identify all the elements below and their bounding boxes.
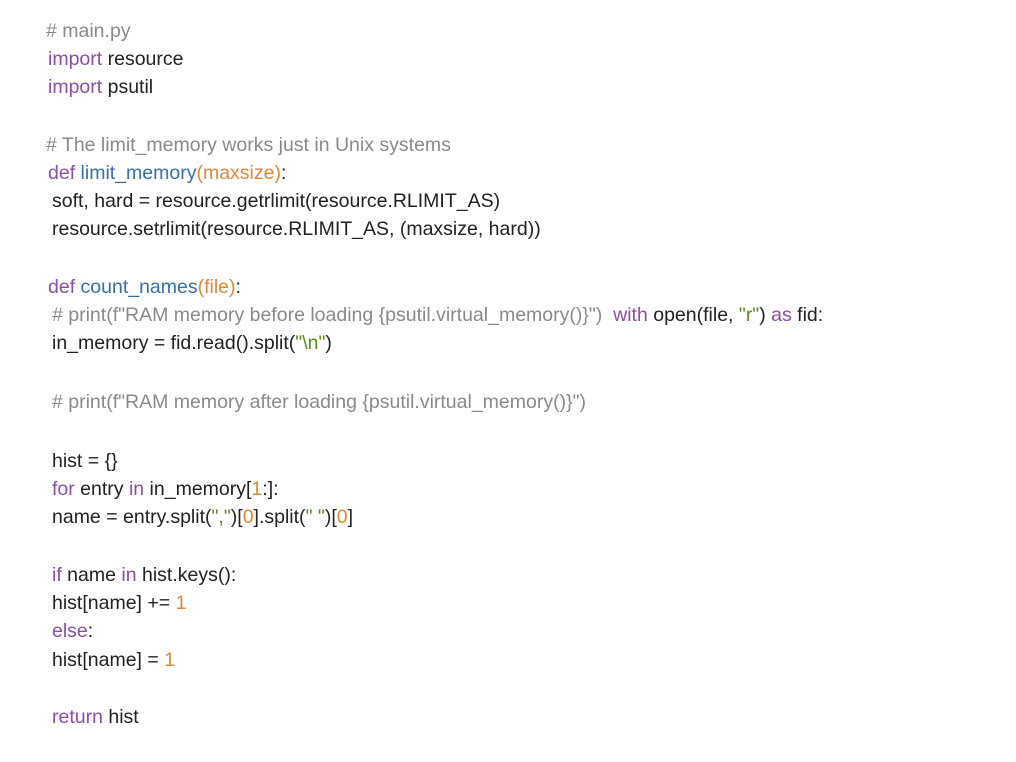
code-token-keyword: def [48, 276, 76, 298]
code-line: import resource [48, 46, 183, 72]
code-token-text: name = entry.split( [52, 506, 212, 528]
code-token-string: "\n" [295, 332, 326, 354]
code-token-param: (maxsize) [196, 162, 281, 184]
code-token-number: 1 [251, 478, 263, 500]
code-token-text: soft, hard = resource.getrlimit(resource… [52, 190, 501, 212]
code-token-text [602, 304, 613, 326]
code-line: in_memory = fid.read().split("\n") [52, 330, 332, 356]
code-token-text: ) [759, 304, 772, 326]
code-token-func: limit_memory [80, 162, 197, 184]
code-line: import psutil [48, 74, 153, 100]
code-token-keyword: def [48, 162, 76, 184]
code-token-number: 1 [164, 649, 176, 671]
code-line: def count_names(file): [48, 274, 241, 300]
code-token-text: :]: [262, 478, 279, 500]
code-line: # The limit_memory works just in Unix sy… [46, 132, 451, 158]
code-token-punct: : [235, 276, 241, 298]
code-token-keyword: return [52, 706, 103, 728]
code-line: soft, hard = resource.getrlimit(resource… [52, 188, 500, 214]
code-token-keyword: import [48, 48, 103, 70]
code-token-text: )[ [230, 506, 243, 528]
code-token-comment: # print(f"RAM memory before loading {psu… [52, 304, 603, 326]
code-token-text: fid: [791, 304, 824, 326]
code-line: for entry in in_memory[1:]: [52, 476, 279, 502]
code-token-text: ] [347, 506, 354, 528]
code-token-keyword: with [613, 304, 648, 326]
code-token-number: 0 [242, 506, 254, 528]
code-token-keyword: in [121, 564, 137, 586]
code-line: return hist [52, 704, 139, 730]
code-line: # print(f"RAM memory before loading {psu… [52, 302, 823, 328]
code-line: if name in hist.keys(): [52, 562, 236, 588]
code-token-text: ].split( [253, 506, 306, 528]
code-line: # print(f"RAM memory after loading {psut… [52, 389, 586, 415]
code-token-text: open(file, [647, 304, 739, 326]
code-token-comment: # print(f"RAM memory after loading {psut… [52, 391, 587, 413]
code-line: else: [52, 618, 93, 644]
code-token-string: "," [211, 506, 231, 528]
code-line: # main.py [46, 18, 131, 44]
code-token-text: in_memory = fid.read().split( [52, 332, 296, 354]
code-line: hist[name] = 1 [52, 647, 175, 673]
code-token-punct: : [280, 162, 287, 184]
code-token-text: name [61, 564, 122, 586]
code-token-text: hist[name] = [52, 649, 165, 671]
code-token-text: hist = {} [52, 450, 118, 472]
code-line: def limit_memory(maxsize): [48, 160, 286, 186]
code-token-comment: # The limit_memory works just in Unix sy… [46, 134, 451, 156]
code-token-text: resource [102, 48, 184, 70]
code-token-number: 0 [336, 506, 348, 528]
code-line: hist = {} [52, 448, 118, 474]
code-token-punct: : [87, 620, 94, 642]
code-token-param: (file) [197, 276, 236, 298]
code-token-string: "r" [738, 304, 760, 326]
code-token-string: " " [305, 506, 325, 528]
code-token-number: 1 [175, 592, 187, 614]
code-token-keyword: in [128, 478, 145, 500]
code-token-keyword: as [771, 304, 792, 326]
code-token-keyword: import [48, 76, 103, 98]
code-token-text: )[ [324, 506, 337, 528]
code-token-text: in_memory[ [144, 478, 252, 500]
code-token-text: hist.keys(): [136, 564, 237, 586]
code-token-text: hist[name] += [52, 592, 176, 614]
code-token-comment: # main.py [46, 20, 131, 42]
code-line: resource.setrlimit(resource.RLIMIT_AS, (… [52, 216, 541, 242]
code-token-text: entry [74, 478, 129, 500]
code-token-keyword: if [52, 564, 62, 586]
code-token-func: count_names [80, 276, 198, 298]
code-line: hist[name] += 1 [52, 590, 186, 616]
code-token-keyword: for [52, 478, 75, 500]
code-line: name = entry.split(",")[0].split(" ")[0] [52, 504, 353, 530]
code-token-text: hist [102, 706, 139, 728]
code-token-text: ) [325, 332, 332, 354]
code-token-text: resource.setrlimit(resource.RLIMIT_AS, (… [52, 218, 541, 240]
code-token-text: psutil [102, 76, 154, 98]
code-token-keyword: else [52, 620, 88, 642]
